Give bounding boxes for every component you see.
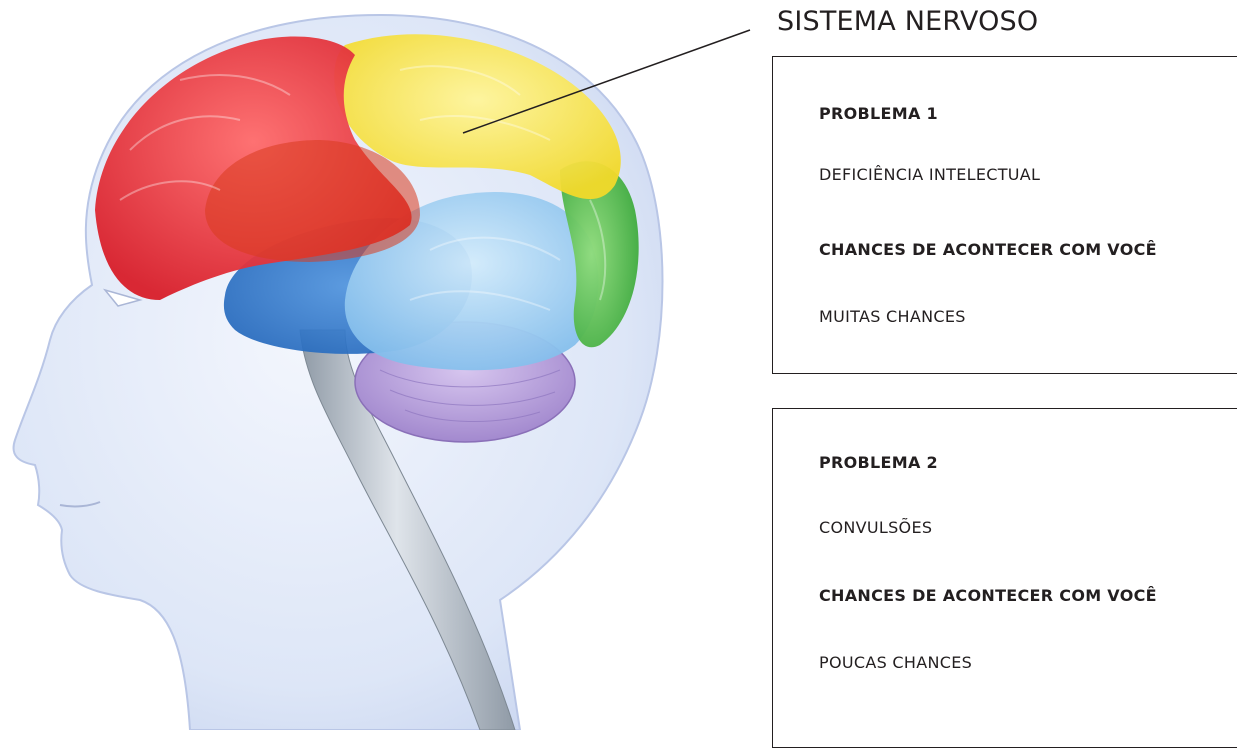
problem-name: DEFICIÊNCIA INTELECTUAL — [819, 165, 1041, 184]
chance-label: CHANCES DE ACONTECER COM VOCÊ — [819, 240, 1157, 259]
eye — [102, 288, 143, 307]
head-brain-illustration — [12, 13, 664, 730]
problem-box-2: PROBLEMA 2 CONVULSÕES CHANCES DE ACONTEC… — [772, 408, 1237, 748]
chance-value: POUCAS CHANCES — [819, 653, 973, 672]
problem-box-1: PROBLEMA 1 DEFICIÊNCIA INTELECTUAL CHANC… — [772, 56, 1237, 374]
chance-label: CHANCES DE ACONTECER COM VOCÊ — [819, 586, 1157, 605]
chance-value: MUITAS CHANCES — [819, 307, 966, 326]
section-title: SISTEMA NERVOSO — [777, 6, 1039, 37]
problem-heading: PROBLEMA 2 — [819, 453, 938, 472]
insula-region — [205, 140, 420, 262]
problem-name: CONVULSÕES — [819, 518, 933, 537]
spinal-cord — [299, 329, 516, 730]
occipital-lobe — [560, 161, 639, 348]
mouth — [59, 501, 101, 508]
problem-heading: PROBLEMA 1 — [819, 104, 938, 123]
